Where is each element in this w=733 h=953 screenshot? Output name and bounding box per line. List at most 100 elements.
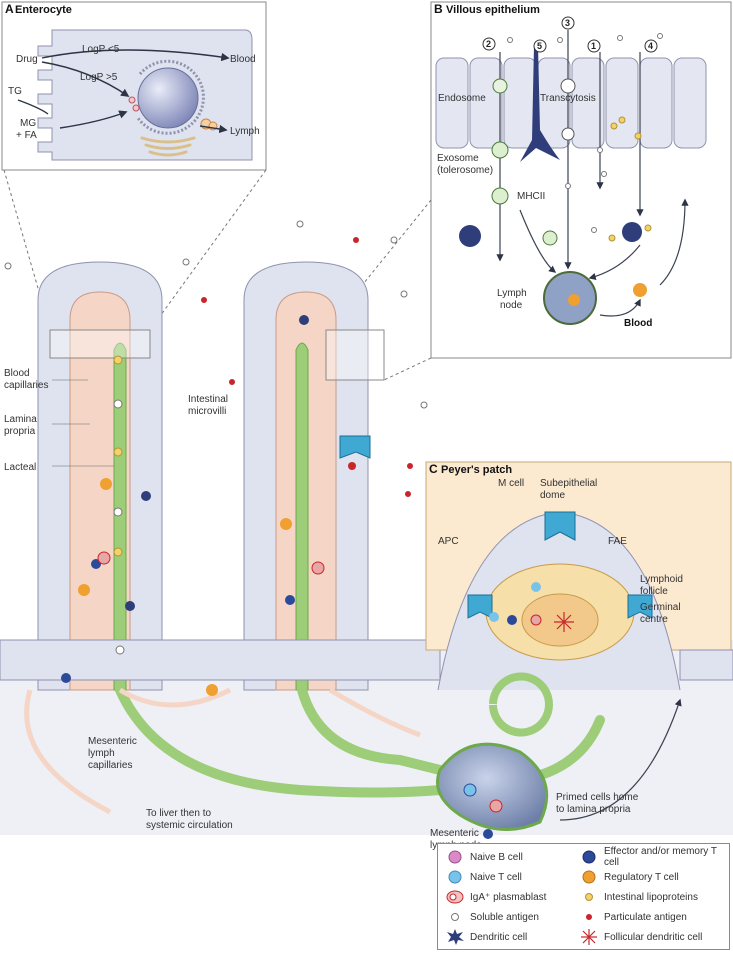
m-cell-label: M cell xyxy=(498,478,524,489)
route-1: 1 xyxy=(591,41,596,51)
legend-item: Naive T cell xyxy=(444,868,522,886)
follicular-dendritic-cell xyxy=(554,612,574,632)
blood-label-a: Blood xyxy=(230,54,256,65)
legend: Naive B cell Effector and/or memory T cel… xyxy=(437,843,730,950)
transcytosis-vesicle-2 xyxy=(561,127,575,141)
er-membrane xyxy=(136,59,205,135)
endosome xyxy=(492,78,508,94)
mhcii-vesicle xyxy=(491,187,509,205)
subepithelial-label-2: dome xyxy=(540,490,565,501)
red-dot-icon xyxy=(586,914,592,920)
orange-circle-icon xyxy=(582,870,596,884)
golgi-apparatus xyxy=(140,136,196,157)
subepithelial-label-1: Subepithelial xyxy=(540,478,597,489)
route-2: 2 xyxy=(486,39,491,49)
dendritic-cell-icon xyxy=(447,929,464,945)
villus-right xyxy=(243,261,369,691)
villous-cells xyxy=(435,57,707,149)
germinal-centre xyxy=(521,593,599,647)
mesenteric-capillaries-label-3: capillaries xyxy=(88,760,132,771)
endosome-label: Endosome xyxy=(438,93,486,104)
enterocyte-nucleus xyxy=(137,67,199,129)
blood-capillaries-label-1: Blood xyxy=(4,368,30,379)
microvilli-label-1: Intestinal xyxy=(188,394,228,405)
leader-lines xyxy=(52,379,114,467)
lacteal-label: Lacteal xyxy=(4,462,36,473)
lacteal-right xyxy=(295,342,309,691)
pink-circle-icon xyxy=(448,850,462,864)
lamina-propria-label-2: propria xyxy=(4,426,36,437)
legend-label: Soluble antigen xyxy=(470,911,539,923)
legend-item: Intestinal lipoproteins xyxy=(578,888,698,906)
panel-b-lymph-node-label-1: Lymph xyxy=(497,288,527,299)
route-4: 4 xyxy=(648,41,653,51)
lymph-label-a: Lymph xyxy=(230,126,260,137)
fa-label: + FA xyxy=(16,130,37,141)
panel-c-letter: C xyxy=(429,462,438,476)
dark-blue-circle-icon xyxy=(582,850,596,864)
to-liver-label-2: systemic circulation xyxy=(146,820,233,831)
legend-label: IgA⁺ plasmablast xyxy=(470,891,547,903)
blood-capillaries-lower xyxy=(24,687,421,815)
legend-item: Regulatory T cell xyxy=(578,868,679,886)
legend-label: Follicular dendritic cell xyxy=(604,931,703,943)
panel-b-exosome-2 xyxy=(542,230,558,246)
legend-label: Intestinal lipoproteins xyxy=(604,891,698,903)
primed-cells-label-1: Primed cells home xyxy=(556,792,639,803)
germinal-centre-label-1: Germinal xyxy=(640,602,681,613)
logp-lt-label: LogP <5 xyxy=(82,44,120,55)
yellow-dot-icon xyxy=(585,893,593,901)
follicular-dendritic-cell-icon xyxy=(581,929,597,945)
villus-left xyxy=(37,261,163,691)
transcytosis-label: Transcytosis xyxy=(540,93,596,104)
mg-label: MG xyxy=(20,118,36,129)
villus-m-cell xyxy=(339,435,371,459)
panel-b-villous: B Villous epithelium 2 5 3 1 4 xyxy=(430,1,732,359)
legend-label: Naive B cell xyxy=(470,851,523,863)
legend-item: Dendritic cell xyxy=(444,928,527,946)
panel-a-letter: A xyxy=(5,2,14,16)
panel-a-title: Enterocyte xyxy=(15,4,72,16)
panel-c-title: Peyer's patch xyxy=(441,464,512,476)
legend-item: Follicular dendritic cell xyxy=(578,928,702,946)
lacteal-left xyxy=(113,342,127,691)
panel-b-lymph-node-label-2: node xyxy=(500,300,523,311)
transcytosis-vesicle xyxy=(560,78,576,94)
panel-b-lipoproteins xyxy=(608,116,652,242)
legend-item: Particulate antigen xyxy=(578,908,687,926)
legend-item: Effector and/or memory T cell xyxy=(578,846,729,868)
panel-b-blood-treg xyxy=(633,283,647,297)
panel-c-peyers-patch: C Peyer's patch M cell Subepithelial dom… xyxy=(425,461,732,691)
mesenteric-capillaries-label-2: lymph xyxy=(88,748,115,759)
mesenteric-node-label-1: Mesenteric xyxy=(430,828,479,839)
primed-cells-label-2: to lamina propria xyxy=(556,804,631,815)
scattered-cells xyxy=(4,220,542,839)
exosome-label-1: Exosome xyxy=(437,153,479,164)
lymphoid-follicle-label-1: Lymphoid xyxy=(640,574,683,585)
to-liver-label-1: To liver then to xyxy=(146,808,211,819)
intraepithelial-dendritic-cell xyxy=(520,45,560,162)
crypt-epithelium xyxy=(0,639,441,681)
m-cell-right xyxy=(627,594,653,619)
mesenteric-lymph-node xyxy=(436,742,549,832)
plasmablast-icon xyxy=(446,890,464,904)
lamina-propria-label-1: Lamina xyxy=(4,414,37,425)
legend-item: IgA⁺ plasmablast xyxy=(444,888,546,906)
panel-b-dendritic-cells xyxy=(459,222,642,247)
route-5: 5 xyxy=(537,41,542,51)
logp-gt-label: LogP >5 xyxy=(80,72,118,83)
m-cell-left xyxy=(467,594,493,619)
legend-item: Naive B cell xyxy=(444,848,523,866)
legend-label: Dendritic cell xyxy=(470,931,528,943)
tg-label: TG xyxy=(8,86,22,97)
legend-item: Soluble antigen xyxy=(444,908,539,926)
zoom-box-a xyxy=(49,329,151,359)
fae-label: FAE xyxy=(608,536,627,547)
drug-label: Drug xyxy=(16,54,38,65)
exosome xyxy=(491,141,509,159)
panel-b-title: Villous epithelium xyxy=(446,4,540,16)
legend-label: Particulate antigen xyxy=(604,911,687,923)
legend-label: Naive T cell xyxy=(470,871,522,883)
microvilli-label-2: microvilli xyxy=(188,406,226,417)
